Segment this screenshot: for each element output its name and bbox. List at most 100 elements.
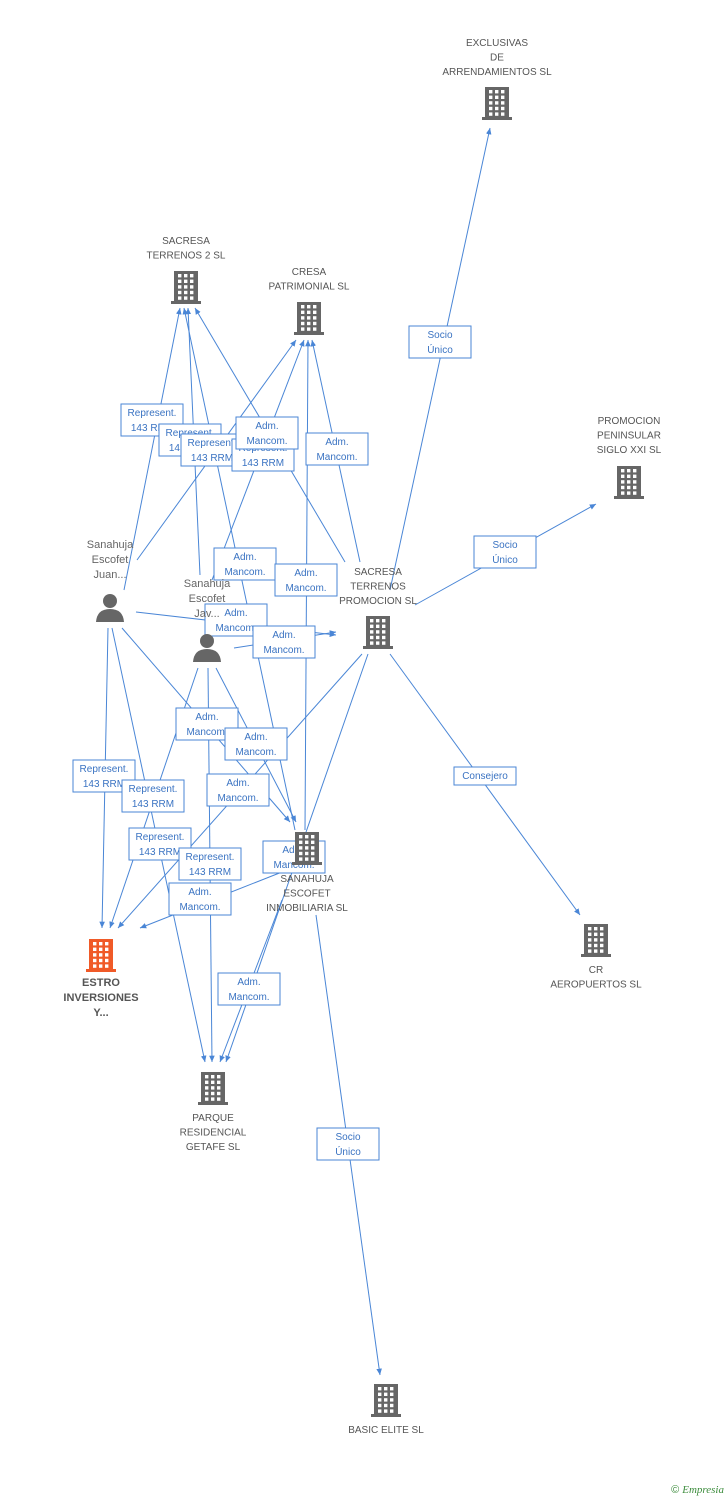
node-label-basic: BASIC ELITE SL bbox=[348, 1425, 424, 1436]
node-label-promocion: PROMOCION bbox=[598, 416, 661, 427]
building-icon bbox=[198, 1072, 228, 1105]
edge-label-text: Socio bbox=[492, 540, 517, 551]
node-juan[interactable]: SanahujaEscofetJuan... bbox=[87, 539, 134, 622]
edge-label-text: Adm. bbox=[294, 568, 317, 579]
node-label-estro: INVERSIONES bbox=[63, 992, 138, 1004]
node-label-sacresa2: SACRESA bbox=[162, 236, 210, 247]
edge-label-inmobiliaria-cresa[interactable]: Adm. Mancom. bbox=[274, 563, 338, 597]
edge-label-text: Mancom. bbox=[186, 727, 227, 738]
node-label-estro: ESTRO bbox=[82, 977, 120, 989]
edge-label-text: Adm. bbox=[188, 887, 211, 898]
edge-label-javier-parque[interactable]: Represent.143 RRM bbox=[178, 847, 242, 881]
node-javier[interactable]: SanahujaEscofetJav... bbox=[184, 578, 231, 662]
node-label-juan: Sanahuja bbox=[87, 539, 134, 551]
edge-label-text: Mancom. bbox=[316, 452, 357, 463]
edge-label-text: Consejero bbox=[462, 771, 508, 782]
edge-label-text: Mancom. bbox=[179, 902, 220, 913]
edge-label-text: Adm. bbox=[195, 712, 218, 723]
building-icon bbox=[614, 466, 644, 499]
edge-label-javier-estro[interactable]: Represent.143 RRM bbox=[121, 779, 185, 813]
node-label-promocion: SIGLO XXI SL bbox=[597, 445, 662, 456]
edge-label-box bbox=[316, 1127, 380, 1161]
building-icon bbox=[363, 616, 393, 649]
edge-label-text: Adm. bbox=[244, 732, 267, 743]
node-label-juan: Escofet bbox=[92, 554, 129, 566]
edge-label-box bbox=[217, 972, 281, 1006]
node-label-sacresaprom: PROMOCION SL bbox=[339, 596, 417, 607]
edge-label-box bbox=[252, 625, 316, 659]
building-icon bbox=[292, 832, 322, 865]
edge-label-text: Represent. bbox=[136, 832, 185, 843]
edge-label-inmobiliaria-parque[interactable]: Adm.Mancom. bbox=[217, 972, 281, 1006]
edge-label-text: 143 RRM bbox=[139, 847, 181, 858]
edge-label-box bbox=[175, 707, 239, 741]
edge-label-sacresaprom-cr[interactable]: Consejero bbox=[453, 766, 517, 786]
edge-label-text: Adm. bbox=[224, 608, 247, 619]
edge-label-inmobiliaria-estro[interactable]: Adm. Mancom. bbox=[168, 882, 232, 916]
edge-label-text: Adm. bbox=[226, 778, 249, 789]
brand-name: Empresia bbox=[682, 1484, 724, 1496]
edge-label-text: Adm. bbox=[233, 552, 256, 563]
building-icon bbox=[171, 271, 201, 304]
node-sacresa2[interactable]: SACRESA TERRENOS 2 SL bbox=[147, 236, 226, 304]
node-label-exclusivas: EXCLUSIVAS bbox=[466, 38, 528, 49]
edge-label-text: Único bbox=[492, 553, 518, 566]
node-label-inmobiliaria: INMOBILIARIA SL bbox=[266, 903, 348, 914]
edge-label-text: Mancom. bbox=[273, 860, 314, 871]
node-label-sacresa2: TERRENOS 2 SL bbox=[147, 251, 226, 262]
edge-label-sacresaprom-estro[interactable]: Adm.Mancom. bbox=[206, 773, 270, 807]
edge-label-text: Único bbox=[427, 343, 453, 356]
edge-label-text: Adm. bbox=[325, 437, 348, 448]
node-label-juan: Juan... bbox=[93, 569, 126, 581]
edge-label-sacresaprom-sacresa2[interactable]: Adm.Mancom. bbox=[235, 416, 299, 450]
edge-label-text: Mancom. bbox=[235, 747, 276, 758]
node-basic[interactable]: BASIC ELITE SL bbox=[348, 1384, 424, 1436]
node-estro[interactable]: ESTROINVERSIONESY... bbox=[63, 939, 139, 1019]
edge-label-javier-inmobiliaria[interactable]: Adm. Mancom. bbox=[224, 727, 288, 761]
edge-label-box bbox=[206, 773, 270, 807]
building-icon bbox=[294, 302, 324, 335]
edge-label-text: Mancom. bbox=[285, 583, 326, 594]
edge-label-text: Represent. bbox=[188, 438, 237, 449]
node-label-exclusivas: DE bbox=[490, 53, 504, 64]
node-label-parque: RESIDENCIAL bbox=[180, 1128, 247, 1139]
node-label-inmobiliaria: ESCOFET bbox=[283, 889, 330, 900]
copyright-symbol: © bbox=[671, 1484, 680, 1496]
edge-label-text: 143 RRM bbox=[132, 799, 174, 810]
node-inmobiliaria[interactable]: SANAHUJA ESCOFET INMOBILIARIA SL bbox=[266, 832, 348, 914]
edge-line-juan-sacresa2 bbox=[123, 307, 182, 591]
node-label-cr: AEROPUERTOS SL bbox=[550, 980, 642, 991]
edge-label-text: Adm. bbox=[272, 630, 295, 641]
edge-label-juan-inmobiliaria[interactable]: Adm. Mancom. bbox=[175, 707, 239, 741]
node-label-javier: Escofet bbox=[189, 593, 226, 605]
node-label-cr: CR bbox=[589, 965, 603, 976]
edge-label-box bbox=[305, 432, 369, 466]
brand-footer[interactable]: ©Empresia bbox=[671, 1484, 724, 1496]
node-label-parque: GETAFE SL bbox=[186, 1142, 241, 1153]
edge-label-text: Socio bbox=[427, 330, 452, 341]
edge-label-box bbox=[178, 847, 242, 881]
edge-label-box bbox=[453, 766, 517, 786]
edge-label-text: Adm. bbox=[282, 845, 305, 856]
edge-label-sacresaprom-cresa[interactable]: Adm. Mancom. bbox=[305, 432, 369, 466]
edge-label-text: Adm. bbox=[255, 421, 278, 432]
node-cr[interactable]: CR AEROPUERTOS SL bbox=[550, 924, 642, 991]
building-icon bbox=[371, 1384, 401, 1417]
node-label-javier: Sanahuja bbox=[184, 578, 231, 590]
edge-label-text: 143 RRM bbox=[131, 423, 173, 434]
edge-label-inmobiliaria-sacresa2[interactable]: Adm.Mancom. bbox=[213, 547, 277, 581]
node-label-inmobiliaria: SANAHUJA bbox=[280, 874, 334, 885]
person-icon bbox=[96, 594, 124, 622]
edge-label-box bbox=[168, 882, 232, 916]
edge-label-javier-sacresaprom[interactable]: Adm.Mancom. bbox=[252, 625, 316, 659]
edge-label-text: Adm. bbox=[237, 977, 260, 988]
